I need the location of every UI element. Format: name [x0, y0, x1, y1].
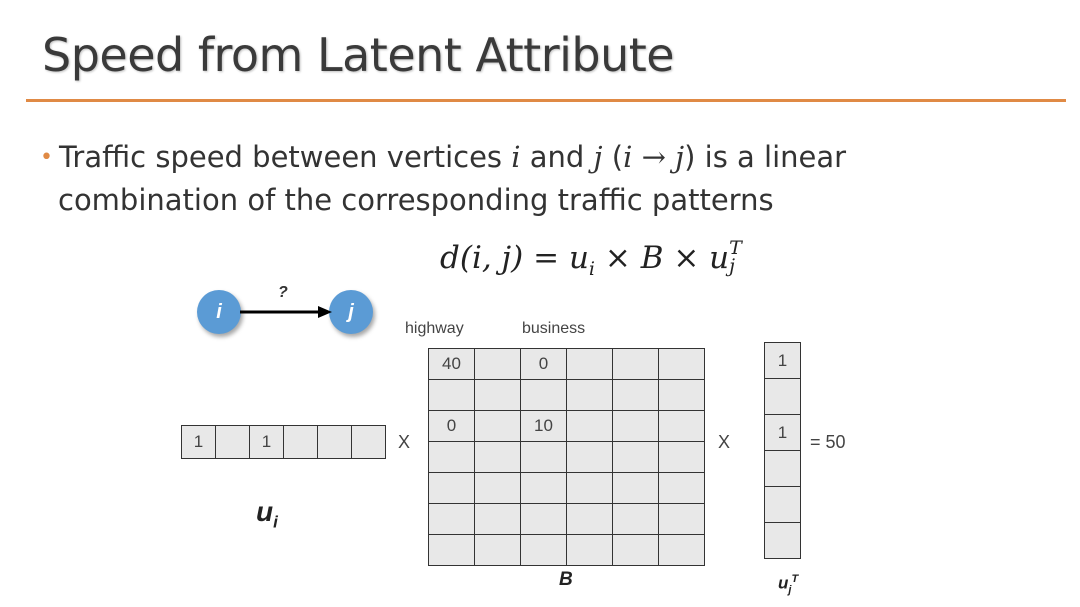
- formula-u: u: [568, 240, 589, 276]
- formula-lhs: d(i, j) =: [440, 240, 569, 276]
- b-cell: [612, 441, 659, 473]
- b-cell: [474, 441, 521, 473]
- uj-cell: 1: [764, 414, 801, 451]
- b-cell: [566, 534, 613, 566]
- b-cell: [658, 410, 705, 442]
- b-cell: [520, 379, 567, 411]
- b-cell: [428, 441, 475, 473]
- bullet-var-j2: j: [675, 140, 685, 174]
- b-cell: 0: [428, 410, 475, 442]
- bullet-var-i2: i: [623, 140, 633, 174]
- edge-arrow: [240, 306, 332, 318]
- formula-times-1: ×: [595, 240, 641, 276]
- bullet-arrow: →: [632, 140, 676, 174]
- b-cell: [566, 472, 613, 504]
- b-cell: [474, 348, 521, 380]
- b-cell: [520, 534, 567, 566]
- title-divider: [26, 99, 1066, 102]
- caption-ui-sub: i: [273, 512, 278, 532]
- caption-ui: ui: [256, 496, 278, 533]
- ui-cell: [351, 425, 386, 459]
- ui-cell: [283, 425, 318, 459]
- formula-times-2: ×: [663, 240, 710, 276]
- node-i: i: [197, 290, 241, 334]
- b-cell: [612, 534, 659, 566]
- b-cell: [520, 503, 567, 535]
- uj-cell: [764, 486, 801, 523]
- ui-cell: [317, 425, 352, 459]
- b-cell: [658, 348, 705, 380]
- node-j: j: [329, 290, 373, 334]
- b-cell: [566, 503, 613, 535]
- b-cell: [566, 441, 613, 473]
- ui-cell: [215, 425, 250, 459]
- b-cell: [658, 379, 705, 411]
- bullet-dot: •: [40, 145, 53, 170]
- equals-result: = 50: [810, 432, 846, 452]
- b-cell: [428, 534, 475, 566]
- formula-sup-T: T: [729, 236, 742, 259]
- b-cell: [612, 379, 659, 411]
- uj-cell: [764, 522, 801, 559]
- b-cell: [520, 472, 567, 504]
- caption-uj: ujT: [778, 573, 798, 596]
- slide-title: Speed from Latent Attribute: [42, 28, 675, 82]
- formula-sub-i: i: [588, 258, 595, 281]
- label-business: business: [522, 320, 586, 337]
- bullet-var-i: i: [511, 140, 521, 174]
- edge-label: ?: [278, 284, 288, 301]
- b-cell: [658, 503, 705, 535]
- bullet-text-2: and: [520, 140, 594, 174]
- b-cell: 10: [520, 410, 567, 442]
- b-cell: 40: [428, 348, 475, 380]
- formula-u2: u: [709, 240, 730, 276]
- b-cell: [612, 410, 659, 442]
- b-cell: [474, 503, 521, 535]
- b-cell: [566, 410, 613, 442]
- b-cell: [520, 441, 567, 473]
- bullet-text-1: Traffic speed between vertices: [58, 140, 512, 174]
- b-cell: [612, 348, 659, 380]
- b-cell: [428, 472, 475, 504]
- caption-uj-sub: j: [788, 584, 792, 597]
- uj-cell: 1: [764, 342, 801, 379]
- caption-B: B: [559, 569, 573, 590]
- ui-cell: 1: [181, 425, 216, 459]
- b-cell: [566, 379, 613, 411]
- formula-B: B: [640, 240, 664, 276]
- b-cell: [612, 503, 659, 535]
- b-cell: [658, 441, 705, 473]
- b-cell: [474, 379, 521, 411]
- b-cell: [658, 534, 705, 566]
- b-cell: [474, 534, 521, 566]
- uj-cell: [764, 450, 801, 487]
- caption-uj-sup: T: [791, 573, 799, 585]
- bullet-line-2: combination of the corresponding traffic…: [58, 183, 774, 217]
- ui-cell: 1: [249, 425, 284, 459]
- b-cell: [612, 472, 659, 504]
- bullet-var-j: j: [593, 140, 603, 174]
- caption-uj-u: u: [778, 573, 789, 593]
- formula-sub-j: j: [729, 254, 736, 277]
- uj-cell: [764, 378, 801, 415]
- b-cell: [428, 503, 475, 535]
- b-cell: [658, 472, 705, 504]
- b-cell: [474, 410, 521, 442]
- b-matrix: 40 0 0 10: [428, 348, 705, 566]
- caption-ui-u: u: [256, 496, 274, 527]
- times-sign-1: X: [398, 432, 411, 452]
- bullet-text: •Traffic speed between vertices i and j …: [40, 136, 900, 222]
- times-sign-2: X: [718, 432, 731, 452]
- b-cell: [474, 472, 521, 504]
- label-highway: highway: [405, 320, 464, 337]
- b-cell: [566, 348, 613, 380]
- bullet-text-3: (: [602, 140, 624, 174]
- b-cell: [428, 379, 475, 411]
- bullet-text-4: ) is a linear: [684, 140, 847, 174]
- b-cell: 0: [520, 348, 567, 380]
